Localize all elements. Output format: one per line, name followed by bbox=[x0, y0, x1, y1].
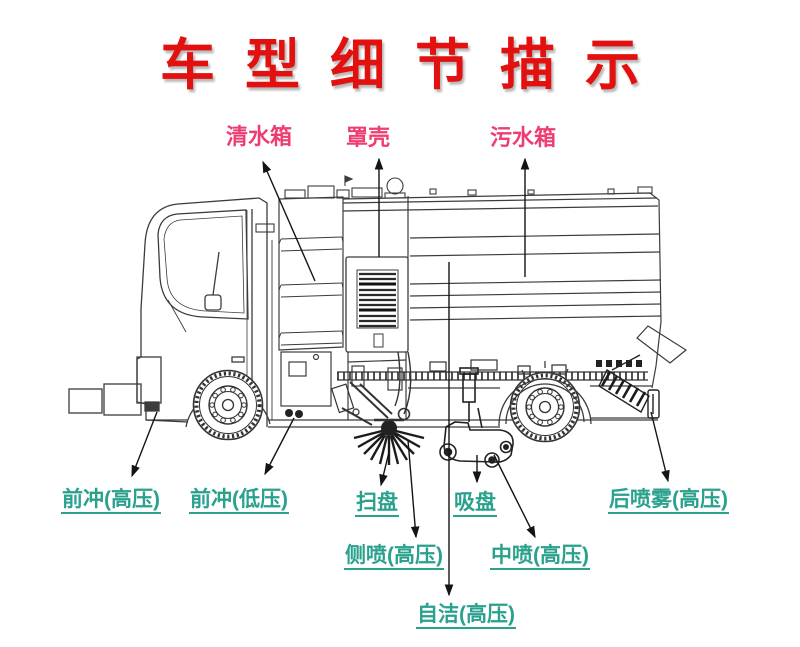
tank-top-fittings bbox=[255, 175, 653, 233]
arrow-front-flush-high bbox=[131, 411, 158, 478]
arrow-rear-spray bbox=[650, 411, 670, 483]
sweep-disc-brush bbox=[353, 429, 425, 465]
arrow-front-flush-low bbox=[264, 417, 295, 476]
label-rear-spray-high-pressure: 后喷雾(高压) bbox=[608, 488, 729, 515]
tank-body bbox=[268, 192, 688, 428]
label-cover-shell: 罩壳 bbox=[346, 125, 391, 150]
label-front-flush-high-pressure: 前冲(高压) bbox=[61, 488, 161, 515]
suction-disc-unit bbox=[439, 367, 514, 468]
cover-shell-grille bbox=[345, 256, 409, 353]
page-title: 车型细节描示 bbox=[159, 34, 670, 96]
arrow-middle-spray bbox=[493, 454, 536, 539]
rear-spray-assembly bbox=[596, 354, 660, 419]
label-side-spray-high-pressure: 侧喷(高压) bbox=[344, 544, 444, 571]
rear-fender bbox=[498, 361, 592, 427]
front-wheel bbox=[191, 368, 265, 442]
arrow-clean-water-tank bbox=[262, 160, 316, 282]
rear-wheel bbox=[508, 370, 582, 444]
arrow-sweep-disc bbox=[379, 451, 390, 487]
label-front-flush-low-pressure: 前冲(低压) bbox=[189, 488, 289, 515]
arrow-side-spray bbox=[407, 439, 420, 539]
label-suction-disc: 吸盘 bbox=[453, 491, 497, 518]
label-sweep-disc: 扫盘 bbox=[355, 491, 399, 518]
undercarriage-equipment bbox=[285, 351, 648, 468]
label-self-clean-high-pressure: 自洁(高压) bbox=[416, 603, 516, 630]
label-middle-spray-high-pressure: 中喷(高压) bbox=[490, 544, 590, 571]
label-sewage-tank: 污水箱 bbox=[490, 125, 557, 150]
pointer-arrows bbox=[131, 157, 670, 597]
label-clean-water-tank: 清水箱 bbox=[226, 124, 293, 149]
